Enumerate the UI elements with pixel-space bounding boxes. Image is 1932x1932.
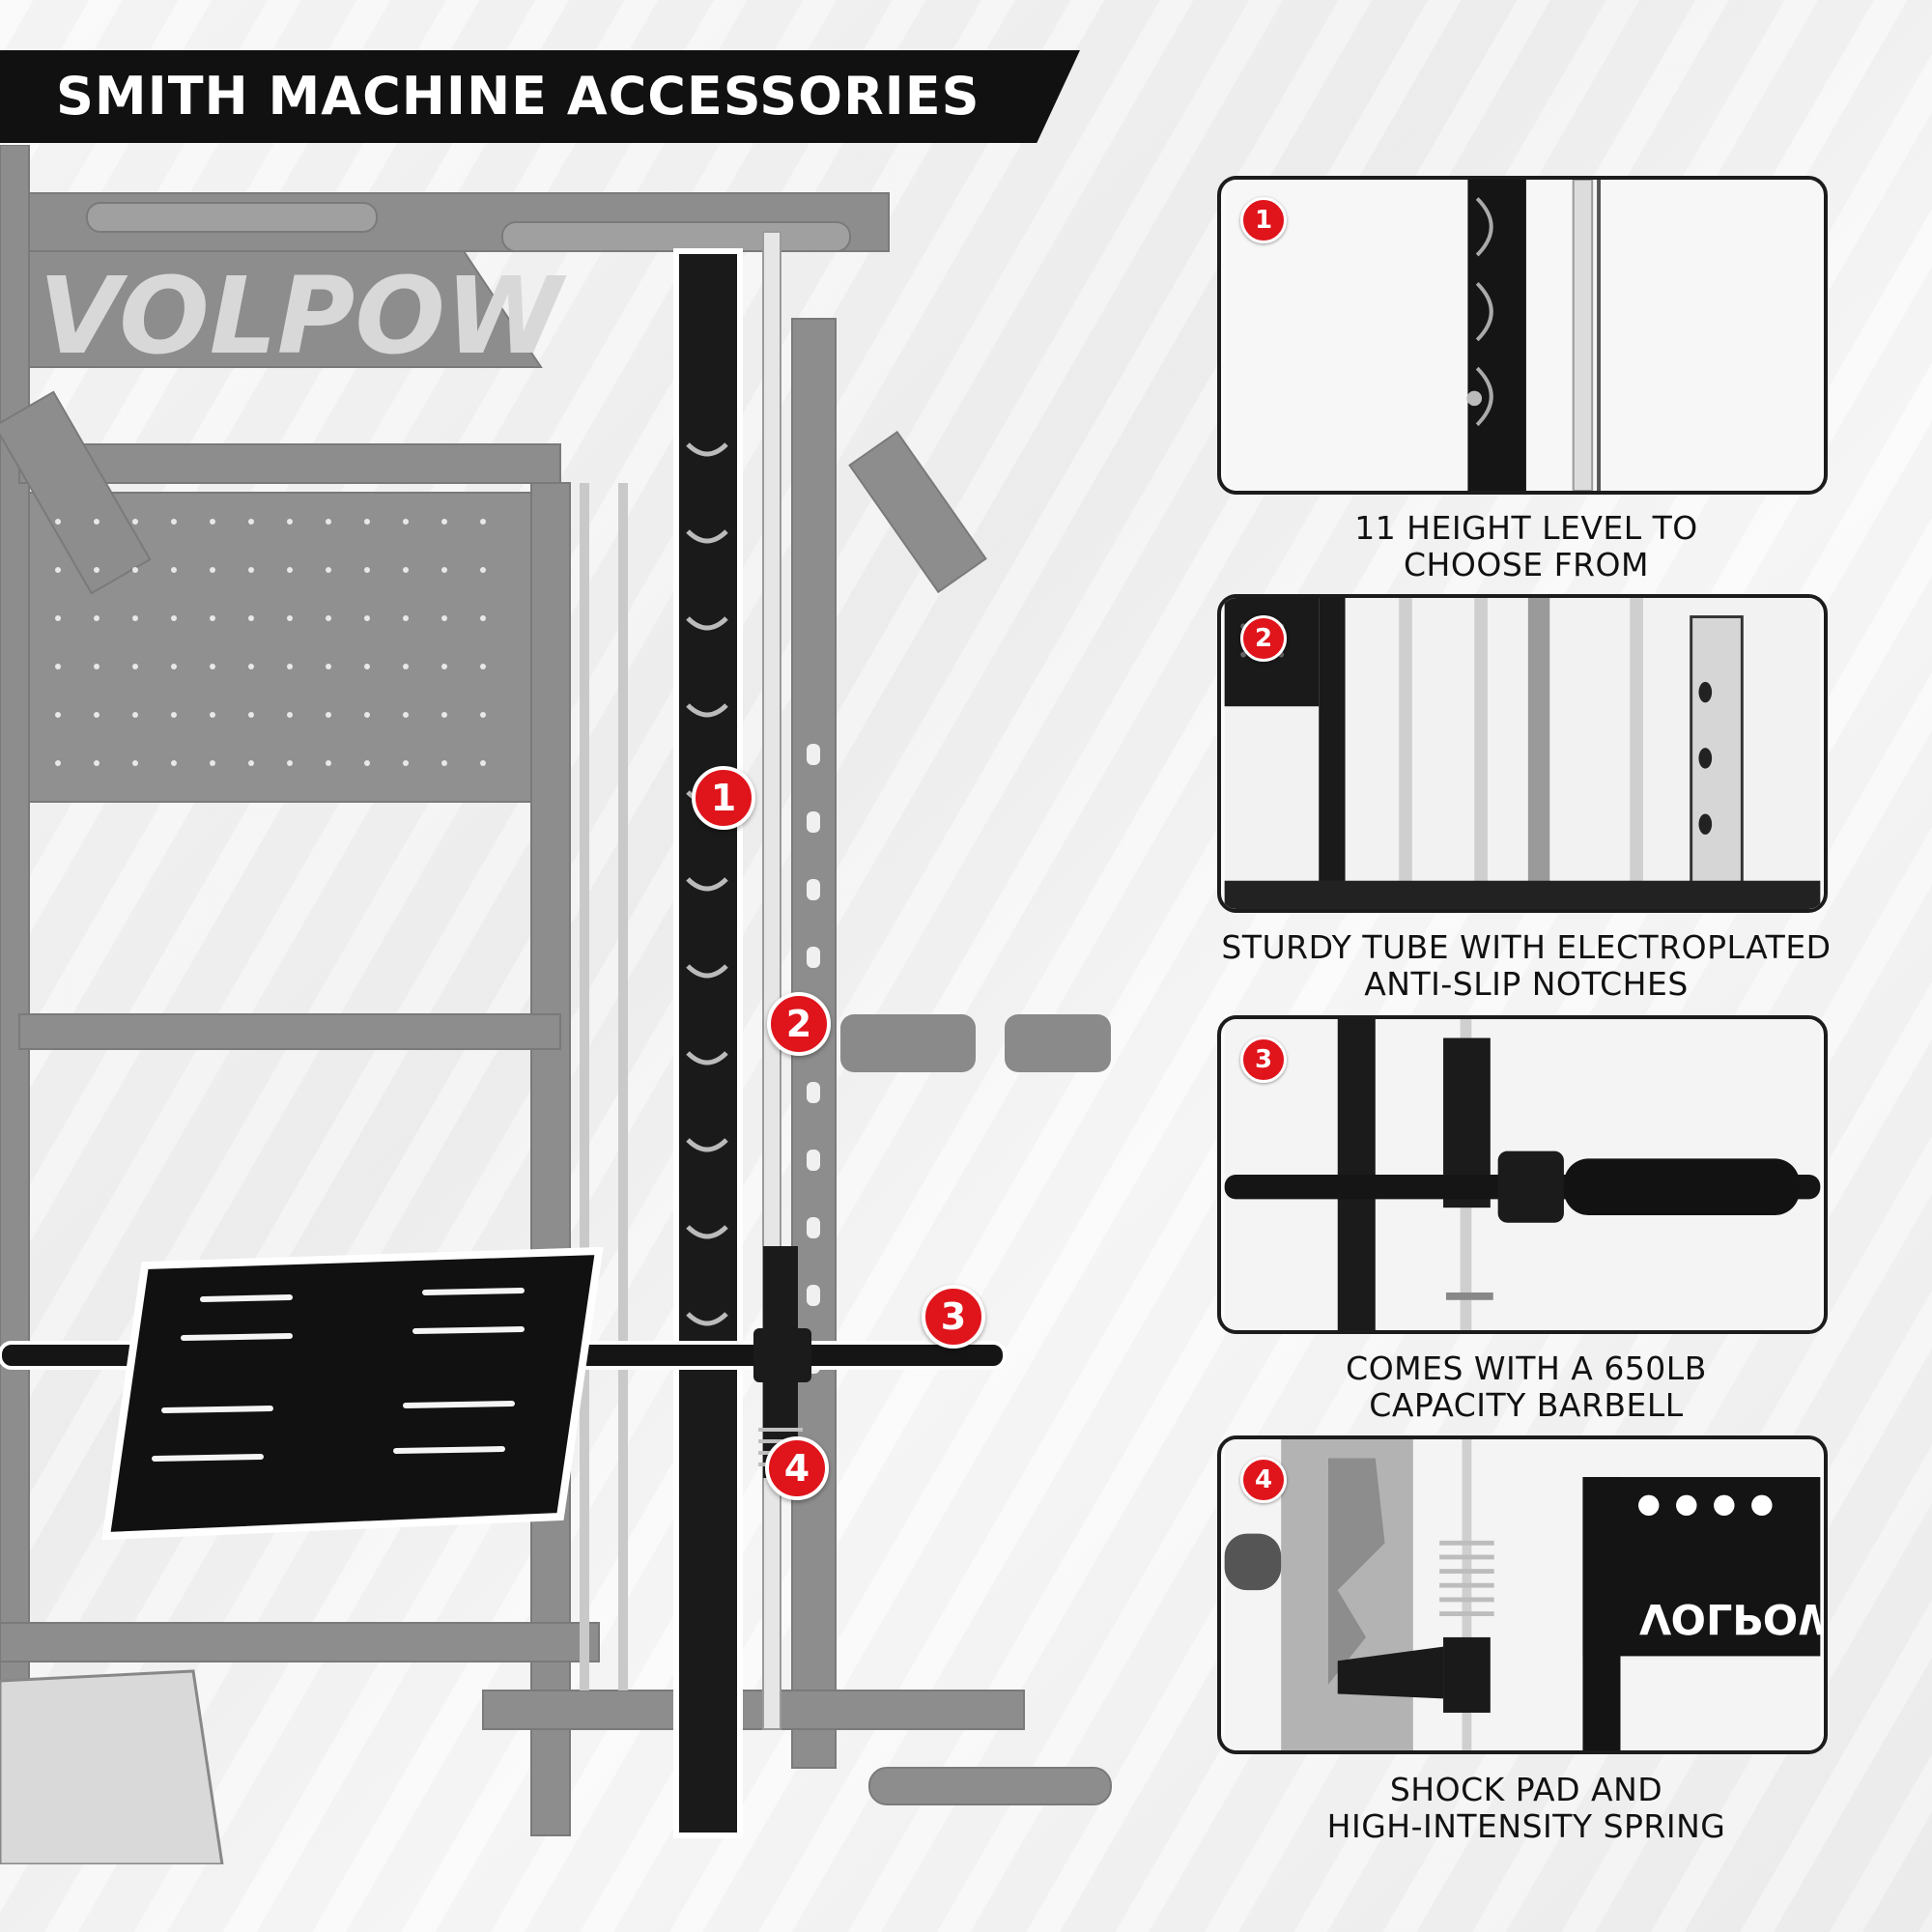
panel-4-badge: 4	[1240, 1457, 1287, 1503]
foot-plate-slots	[152, 1288, 525, 1462]
callout-2: 2	[767, 992, 831, 1056]
feature-panel-4: VOLPOW 4	[1217, 1435, 1828, 1754]
foot-bar	[868, 1767, 1112, 1805]
guide-rod-left	[580, 483, 589, 1690]
cable-arm-right	[848, 430, 987, 594]
panel-4-brand-logo: VOLPOW	[1639, 1594, 1824, 1642]
guide-rod-mid	[618, 483, 628, 1690]
page-title: SMITH MACHINE ACCESSORIES	[56, 66, 980, 127]
feature-caption-3: COMES WITH A 650LB CAPACITY BARBELL	[1346, 1350, 1707, 1424]
platform	[0, 1669, 224, 1864]
feature-caption-4: SHOCK PAD AND HIGH-INTENSITY SPRING	[1326, 1771, 1726, 1845]
pegboard-holes	[55, 519, 486, 766]
feature-panel-3: 3	[1217, 1015, 1828, 1334]
feature-panel-1: 1	[1217, 176, 1828, 495]
panel-3-badge: 3	[1240, 1037, 1287, 1083]
pullup-handle-right	[501, 221, 851, 252]
back-upright	[530, 482, 571, 1836]
cable-arm-left	[0, 390, 152, 595]
base-beam	[482, 1690, 1025, 1730]
crossbar-mid	[18, 1013, 561, 1050]
leg-pad	[840, 1014, 976, 1072]
feature-caption-1: 11 HEIGHT LEVEL TO CHOOSE FROM	[1354, 509, 1698, 583]
bottom-frame	[0, 1622, 600, 1662]
callout-3: 3	[922, 1285, 985, 1349]
brand-logo: VOLPOW	[39, 254, 567, 378]
callout-4: 4	[765, 1436, 829, 1500]
leg-pad-right	[1005, 1014, 1111, 1072]
smith-machine-illustration: VOLPOW	[0, 145, 1112, 1864]
panel-1-image	[1224, 180, 1821, 491]
title-banner	[0, 50, 1080, 143]
panel-2-image	[1224, 598, 1821, 909]
panel-3-image	[1224, 1019, 1821, 1330]
chrome-guide-rod	[762, 231, 781, 1730]
smith-rail	[673, 248, 743, 1838]
panel-4-image: VOLPOW	[1224, 1439, 1824, 1750]
callout-1: 1	[692, 766, 755, 830]
panel-2-badge: 2	[1240, 615, 1287, 662]
left-upright	[0, 145, 30, 1769]
feature-caption-2: STURDY TUBE WITH ELECTROPLATED ANTI-SLIP…	[1221, 928, 1832, 1003]
foot-plate	[101, 1246, 604, 1541]
pullup-handle	[86, 202, 378, 233]
panel-1-badge: 1	[1240, 197, 1287, 243]
feature-panel-2: 2	[1217, 594, 1828, 913]
